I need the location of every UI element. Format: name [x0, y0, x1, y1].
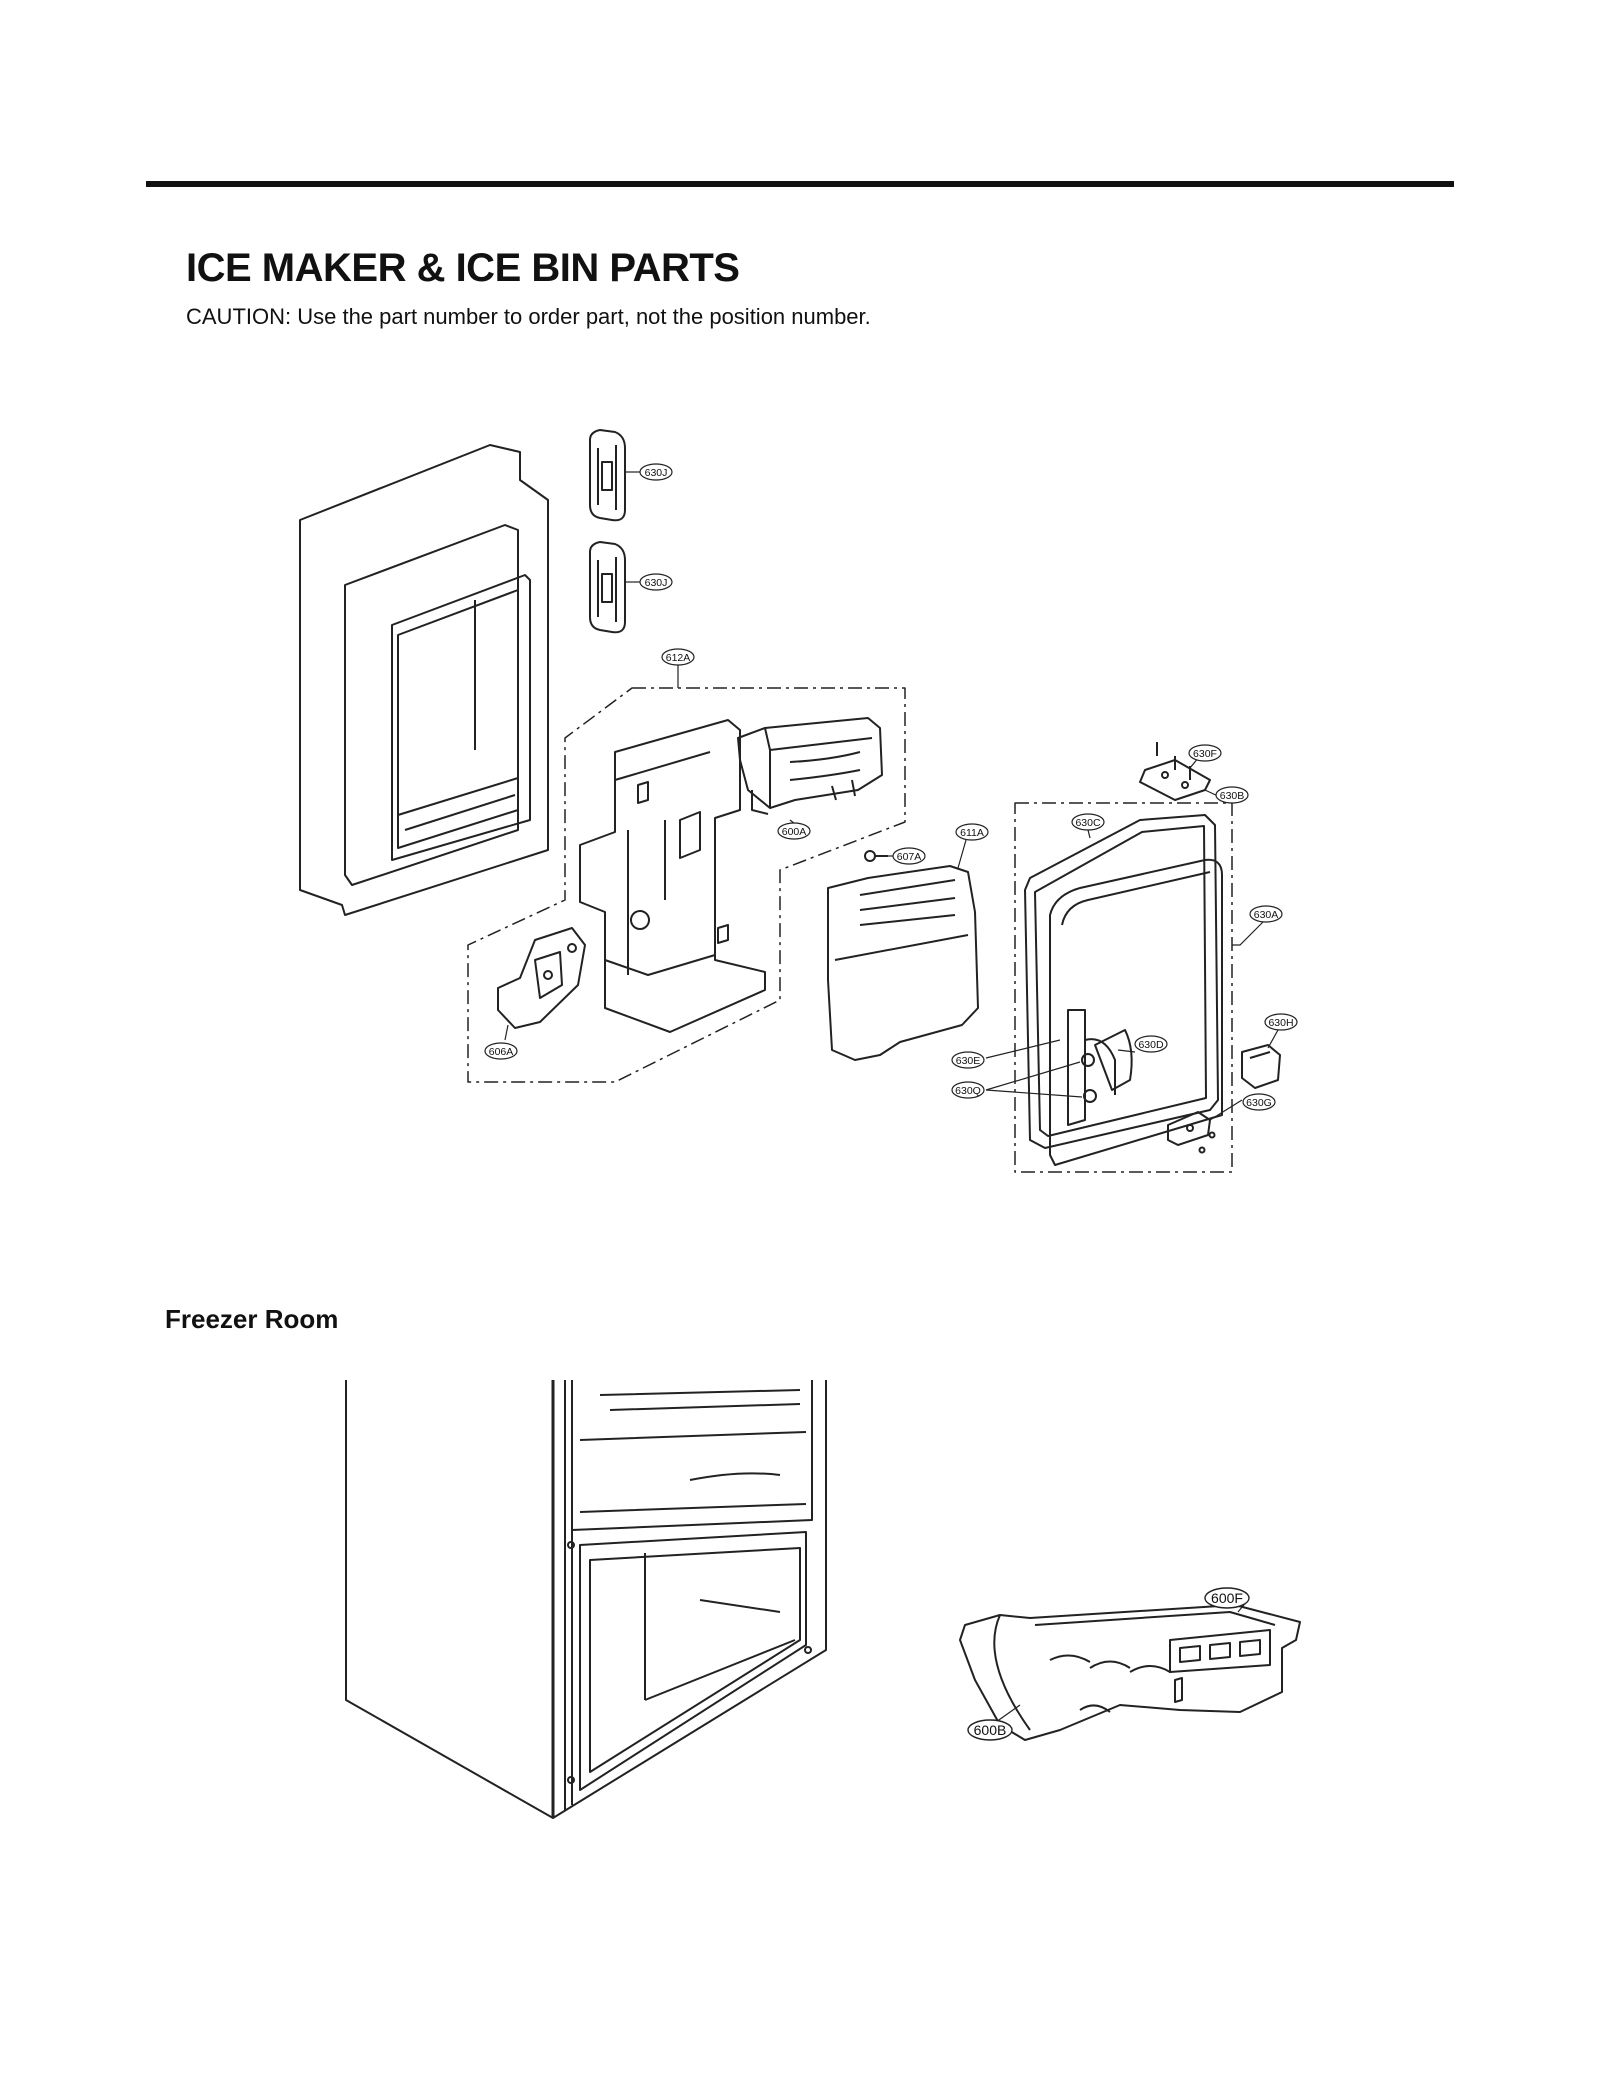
screw-607A: [864, 850, 888, 862]
svg-text:630J: 630J: [645, 577, 668, 589]
callout-630B: 630B: [1215, 786, 1249, 804]
callout-600A: 600A: [777, 822, 811, 840]
callout-630H: 630H: [1264, 1013, 1298, 1031]
svg-text:630C: 630C: [1075, 817, 1101, 829]
svg-text:630B: 630B: [1220, 790, 1245, 802]
callout-630E: 630E: [951, 1051, 985, 1069]
svg-text:630J: 630J: [645, 467, 668, 479]
svg-text:630E: 630E: [956, 1055, 981, 1067]
hinge-bracket-630G: [1167, 1111, 1216, 1154]
svg-text:607A: 607A: [897, 851, 922, 863]
svg-text:611A: 611A: [960, 827, 984, 839]
cover-611A: [827, 865, 979, 1061]
svg-text:630F: 630F: [1193, 748, 1217, 760]
part-630H: [1241, 1044, 1281, 1089]
door-panel-630B: [1049, 858, 1223, 1166]
callout-600F: 600F: [1204, 1587, 1250, 1609]
section-freezer-room: Freezer Room: [165, 1304, 339, 1334]
leader-lines: [504, 471, 1279, 1723]
callout-630G: 630G: [1242, 1093, 1276, 1111]
icemaker-housing: [579, 719, 766, 1033]
gasket-630J-top: [589, 429, 626, 522]
svg-text:606A: 606A: [489, 1046, 514, 1058]
callout-612A: 612A: [661, 648, 695, 666]
svg-text:600B: 600B: [974, 1722, 1007, 1738]
freezer-room-cabinet: [345, 1380, 827, 1819]
page-title: ICE MAKER & ICE BIN PARTS: [186, 246, 740, 290]
svg-text:630G: 630G: [1246, 1097, 1272, 1109]
svg-text:630Q: 630Q: [955, 1085, 981, 1097]
bracket-606A: [497, 927, 586, 1029]
callout-630J-top: 630J: [639, 463, 673, 481]
callout-600B: 600B: [967, 1719, 1013, 1741]
door-gasket-630C: [1024, 814, 1219, 1149]
callout-606A: 606A: [484, 1042, 518, 1060]
assembly-612A-outline: [467, 687, 906, 1083]
door-liner: [299, 444, 549, 916]
svg-text:630D: 630D: [1138, 1039, 1164, 1051]
svg-text:630H: 630H: [1268, 1017, 1293, 1029]
callout-630F: 630F: [1188, 744, 1222, 762]
icemaker-600A: [737, 717, 883, 815]
header-rule: [146, 181, 1454, 187]
callout-630J-bottom: 630J: [639, 573, 673, 591]
callout-607A: 607A: [892, 847, 926, 865]
callout-611A: 611A: [955, 823, 989, 841]
hinge-630D: [1081, 1029, 1133, 1103]
callout-630Q: 630Q: [951, 1081, 985, 1099]
svg-text:630A: 630A: [1254, 909, 1279, 921]
callout-630C: 630C: [1071, 813, 1105, 831]
callout-630D: 630D: [1134, 1035, 1168, 1053]
svg-text:612A: 612A: [666, 652, 691, 664]
caution-note: CAUTION: Use the part number to order pa…: [186, 304, 871, 329]
gasket-630J-bottom: [589, 541, 626, 634]
part-callouts: 630J 630J 612A 600A 607A 611A 606A 630F: [484, 463, 1298, 1111]
svg-text:600A: 600A: [782, 826, 807, 838]
svg-text:600F: 600F: [1211, 1590, 1243, 1606]
callout-630A: 630A: [1249, 905, 1283, 923]
part-callouts-large: 600F 600B: [967, 1587, 1250, 1741]
icemaker-assembly-600F: [959, 1604, 1301, 1741]
door-assembly-630A-outline: [1014, 802, 1233, 1173]
